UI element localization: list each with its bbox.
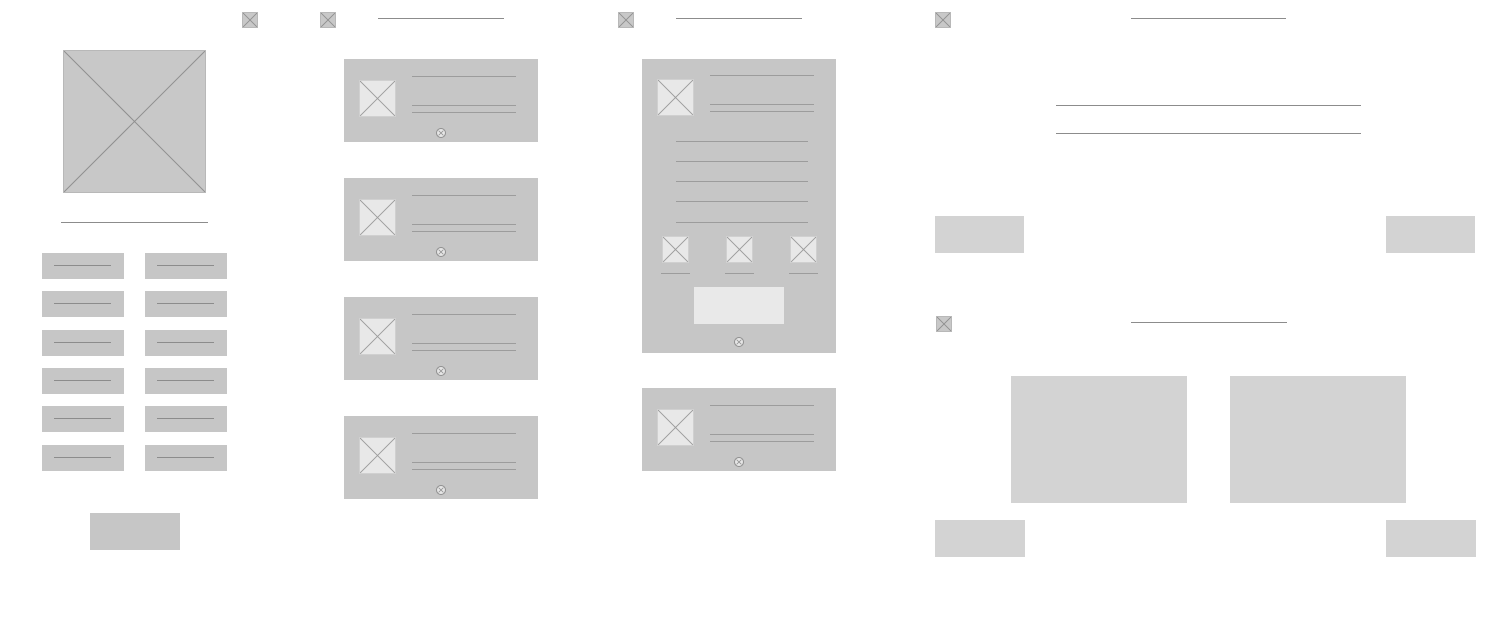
compare-back-icon[interactable] xyxy=(936,316,952,332)
menu-button[interactable] xyxy=(145,368,227,394)
menu-hero-image xyxy=(63,50,206,193)
menu-button-label-line xyxy=(54,418,111,419)
menu-button[interactable] xyxy=(145,445,227,471)
screen-3-title-line xyxy=(676,18,802,19)
screen-1-corner-icon[interactable] xyxy=(242,12,258,28)
screen-4-title-line xyxy=(1131,18,1286,19)
menu-button-label-line xyxy=(157,418,214,419)
list-card-heading-line xyxy=(412,314,516,315)
list-card-image xyxy=(359,318,396,355)
confirm-right-button[interactable] xyxy=(1386,216,1475,253)
list-card[interactable] xyxy=(344,297,538,380)
detail-text-line-5 xyxy=(676,222,808,223)
menu-button-label-line xyxy=(157,265,214,266)
menu-button[interactable] xyxy=(42,406,124,432)
list-card-sub-line xyxy=(412,231,516,232)
detail-close-icon[interactable] xyxy=(734,337,744,347)
list-card[interactable] xyxy=(344,416,538,499)
menu-button[interactable] xyxy=(145,406,227,432)
list-card-close-icon[interactable] xyxy=(436,366,446,376)
list-card-heading-line xyxy=(412,433,516,434)
detail-thumbnail-caption-2 xyxy=(725,273,754,274)
detail-action-button[interactable] xyxy=(694,287,784,324)
compare-option-right[interactable] xyxy=(1230,376,1406,503)
detail-second-card-close-icon[interactable] xyxy=(734,457,744,467)
menu-button-label-line xyxy=(54,303,111,304)
detail-heading-line xyxy=(710,75,814,76)
detail-card[interactable] xyxy=(642,59,836,353)
menu-button[interactable] xyxy=(42,291,124,317)
list-card-heading-line xyxy=(412,195,516,196)
detail-text-line-4 xyxy=(676,201,808,202)
list-card[interactable] xyxy=(344,178,538,261)
menu-button-label-line xyxy=(54,265,111,266)
screen-4-back-icon[interactable] xyxy=(935,12,951,28)
detail-sub-line-2 xyxy=(710,111,814,112)
list-card-sub-line xyxy=(412,224,516,225)
menu-button[interactable] xyxy=(145,291,227,317)
list-card-close-icon[interactable] xyxy=(436,247,446,257)
compare-title-line xyxy=(1131,322,1287,323)
list-card-close-icon[interactable] xyxy=(436,128,446,138)
detail-second-card-heading-line xyxy=(710,405,814,406)
screen-3-back-icon[interactable] xyxy=(618,12,634,28)
menu-button[interactable] xyxy=(42,445,124,471)
list-card-close-icon[interactable] xyxy=(436,485,446,495)
confirm-left-button[interactable] xyxy=(935,216,1024,253)
confirm-text-line-1 xyxy=(1056,105,1361,106)
detail-thumbnail-1[interactable] xyxy=(662,236,689,263)
menu-button-label-line xyxy=(157,342,214,343)
detail-sub-line-1 xyxy=(710,104,814,105)
menu-button-label-line xyxy=(157,457,214,458)
menu-button-label-line xyxy=(54,457,111,458)
menu-primary-button[interactable] xyxy=(90,513,180,550)
screen-2-back-icon[interactable] xyxy=(320,12,336,28)
detail-text-line-2 xyxy=(676,161,808,162)
menu-button[interactable] xyxy=(145,330,227,356)
list-card-image xyxy=(359,437,396,474)
detail-second-card-image xyxy=(657,409,694,446)
detail-thumbnail-caption-1 xyxy=(661,273,690,274)
list-card-heading-line xyxy=(412,76,516,77)
detail-second-card-sub-line-2 xyxy=(710,441,814,442)
compare-right-button[interactable] xyxy=(1386,520,1476,557)
detail-thumbnail-2[interactable] xyxy=(726,236,753,263)
list-card-image xyxy=(359,80,396,117)
menu-button-label-line xyxy=(54,342,111,343)
menu-button-label-line xyxy=(54,380,111,381)
list-card-image xyxy=(359,199,396,236)
menu-button-label-line xyxy=(157,380,214,381)
list-card-sub-line xyxy=(412,112,516,113)
menu-title-line xyxy=(61,222,208,223)
list-card[interactable] xyxy=(344,59,538,142)
menu-button[interactable] xyxy=(42,368,124,394)
list-card-sub-line xyxy=(412,105,516,106)
detail-second-card[interactable] xyxy=(642,388,836,471)
menu-button[interactable] xyxy=(42,330,124,356)
confirm-text-line-2 xyxy=(1056,133,1361,134)
compare-option-left[interactable] xyxy=(1011,376,1187,503)
menu-button[interactable] xyxy=(42,253,124,279)
compare-left-button[interactable] xyxy=(935,520,1025,557)
menu-button[interactable] xyxy=(145,253,227,279)
detail-thumbnail-caption-3 xyxy=(789,273,818,274)
detail-text-line-1 xyxy=(676,141,808,142)
menu-button-label-line xyxy=(157,303,214,304)
detail-second-card-sub-line-1 xyxy=(710,434,814,435)
list-card-sub-line xyxy=(412,343,516,344)
detail-text-line-3 xyxy=(676,181,808,182)
detail-image xyxy=(657,79,694,116)
detail-thumbnail-3[interactable] xyxy=(790,236,817,263)
screen-2-title-line xyxy=(378,18,504,19)
list-card-sub-line xyxy=(412,469,516,470)
list-card-sub-line xyxy=(412,350,516,351)
list-card-sub-line xyxy=(412,462,516,463)
